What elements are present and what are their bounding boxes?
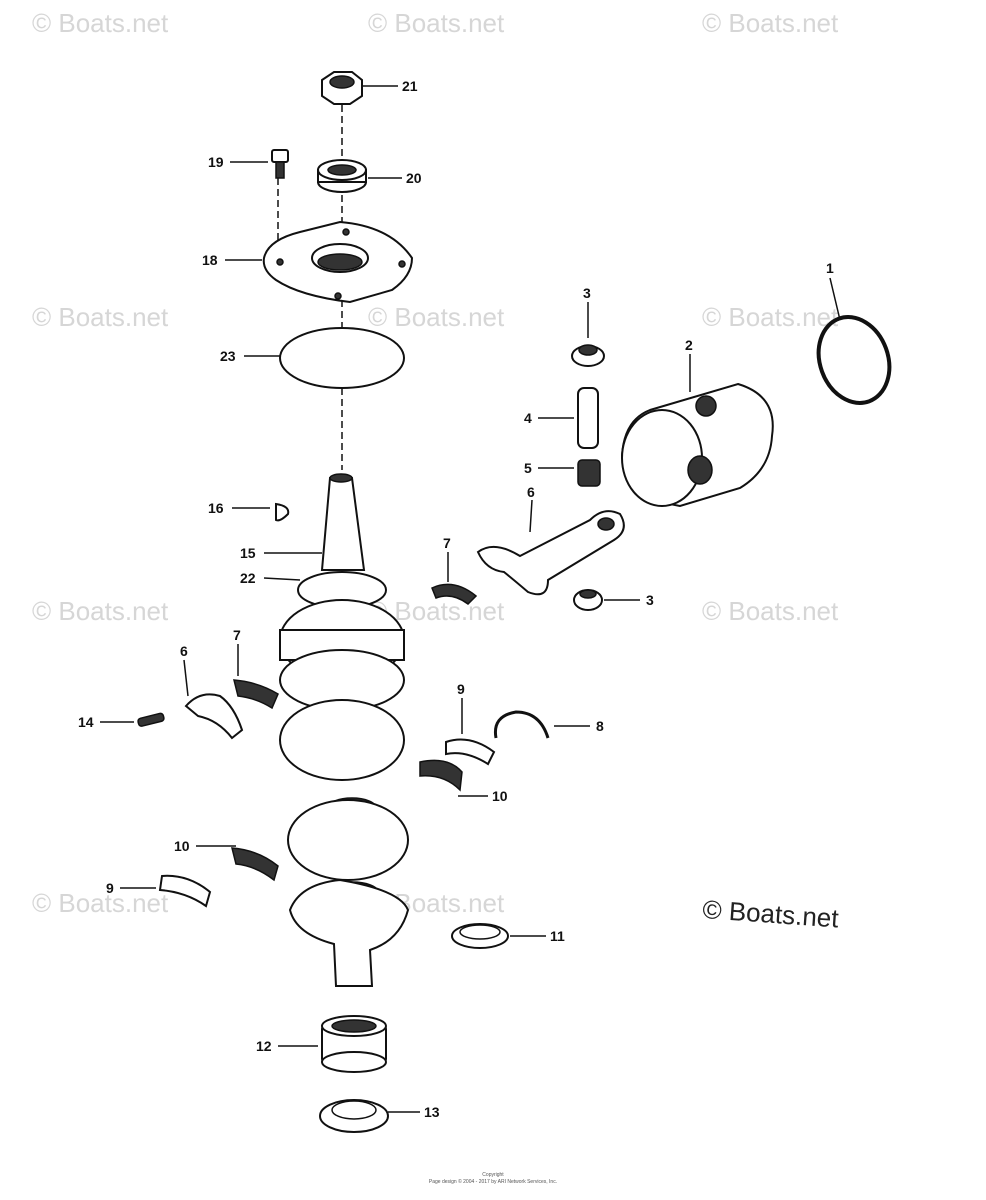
part-8-retaining-ring[interactable] [493,710,550,739]
callout-22[interactable]: 22 [240,570,256,586]
callout-6[interactable]: 6 [180,643,188,659]
callout-9[interactable]: 9 [106,880,114,896]
part-6-connecting-rod[interactable] [476,510,625,596]
watermarks: © Boats.net © Boats.net © Boats.net © Bo… [32,8,840,934]
callout-2[interactable]: 2 [685,337,693,353]
footer: Copyright Page design © 2004 - 2017 by A… [429,1172,557,1185]
part-5-needle-bearing[interactable] [577,459,601,487]
part-19-screw[interactable] [271,149,289,179]
part-9-bearing-race-left[interactable] [158,874,212,908]
watermark: © Boats.net [702,302,839,332]
callout-23[interactable]: 23 [220,348,236,364]
footer-line-1: Copyright [482,1172,504,1178]
part-10-bearing-cage-left[interactable] [231,847,279,882]
callout-19[interactable]: 19 [208,154,224,170]
callout-1[interactable]: 1 [826,260,834,276]
callout-13[interactable]: 13 [424,1104,440,1120]
watermark: © Boats.net [368,8,505,38]
part-3-bushing-top[interactable] [571,344,605,367]
part-16-key[interactable] [275,502,290,522]
part-4-wrist-pin[interactable] [577,387,599,449]
callout-8[interactable]: 8 [596,718,604,734]
part-3-bushing-bottom[interactable] [573,589,603,611]
callout-10[interactable]: 10 [492,788,508,804]
footer-line-2: Page design © 2004 - 2017 by ARI Network… [429,1178,557,1185]
callout-12[interactable]: 12 [256,1038,272,1054]
callout-21[interactable]: 21 [402,78,418,94]
part-7-bearing-cage[interactable] [431,583,478,605]
watermark: © Boats.net [702,596,839,626]
part-6-rod-cap[interactable] [184,693,244,740]
part-23-o-ring[interactable] [279,327,405,389]
watermark: © Boats.net [32,302,169,332]
callout-3[interactable]: 3 [583,285,591,301]
part-18-end-cap[interactable] [262,220,414,304]
callout-9[interactable]: 9 [457,681,465,697]
part-2-piston[interactable] [620,382,774,508]
watermark: © Boats.net [702,8,839,38]
part-21-hex-nut[interactable] [321,71,363,105]
watermark: © Boats.net [32,888,169,918]
part-14-screw[interactable] [137,712,165,727]
part-12-roller-bearing[interactable] [321,1015,387,1073]
part-9-bearing-race[interactable] [445,738,496,766]
callout-7[interactable]: 7 [443,535,451,551]
callout-labels: 21 19 20 18 23 1 3 2 4 5 6 16 15 7 22 3 … [78,78,834,1120]
watermark: © Boats.net [32,596,169,626]
watermark: © Boats.net [368,302,505,332]
callout-5[interactable]: 5 [524,460,532,476]
callout-15[interactable]: 15 [240,545,256,561]
callout-10[interactable]: 10 [174,838,190,854]
callout-11[interactable]: 11 [550,928,565,944]
callout-18[interactable]: 18 [202,252,218,268]
callout-6[interactable]: 6 [527,484,535,500]
callout-3[interactable]: 3 [646,592,654,608]
part-13-seal[interactable] [319,1099,389,1133]
part-7-bearing-cage-left[interactable] [233,679,279,710]
watermark: © Boats.net [32,8,169,38]
part-11-seal-ring[interactable] [451,923,509,949]
callout-7[interactable]: 7 [233,627,241,643]
callout-4[interactable]: 4 [524,410,532,426]
part-10-bearing-cage[interactable] [419,759,463,792]
part-15-crankshaft[interactable] [279,473,410,987]
watermark-strong: © Boats.net [702,894,841,933]
part-20-bearing[interactable] [317,159,367,193]
callout-20[interactable]: 20 [406,170,422,186]
callout-16[interactable]: 16 [208,500,224,516]
callout-14[interactable]: 14 [78,714,94,730]
